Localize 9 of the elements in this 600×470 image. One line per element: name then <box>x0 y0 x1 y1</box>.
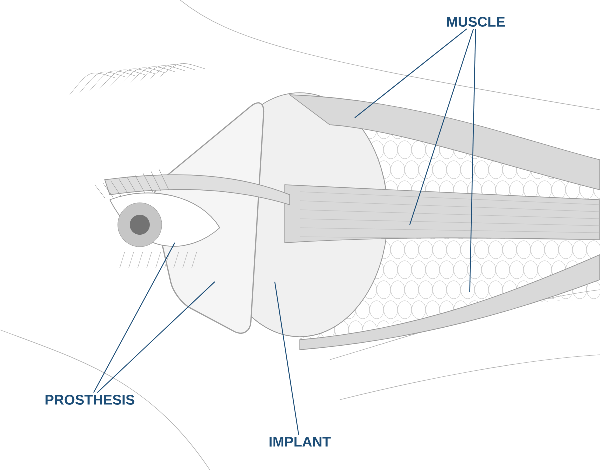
leader-line <box>410 28 474 226</box>
leader-label: IMPLANT <box>270 437 331 447</box>
leader-line <box>97 282 216 394</box>
leader-label: PROSTHESIS <box>46 395 135 405</box>
leader-line <box>274 282 300 436</box>
leader-line <box>470 28 476 292</box>
leader-line <box>354 28 468 118</box>
leader-label: MUSCLE <box>447 17 506 27</box>
leader-line <box>93 242 176 394</box>
